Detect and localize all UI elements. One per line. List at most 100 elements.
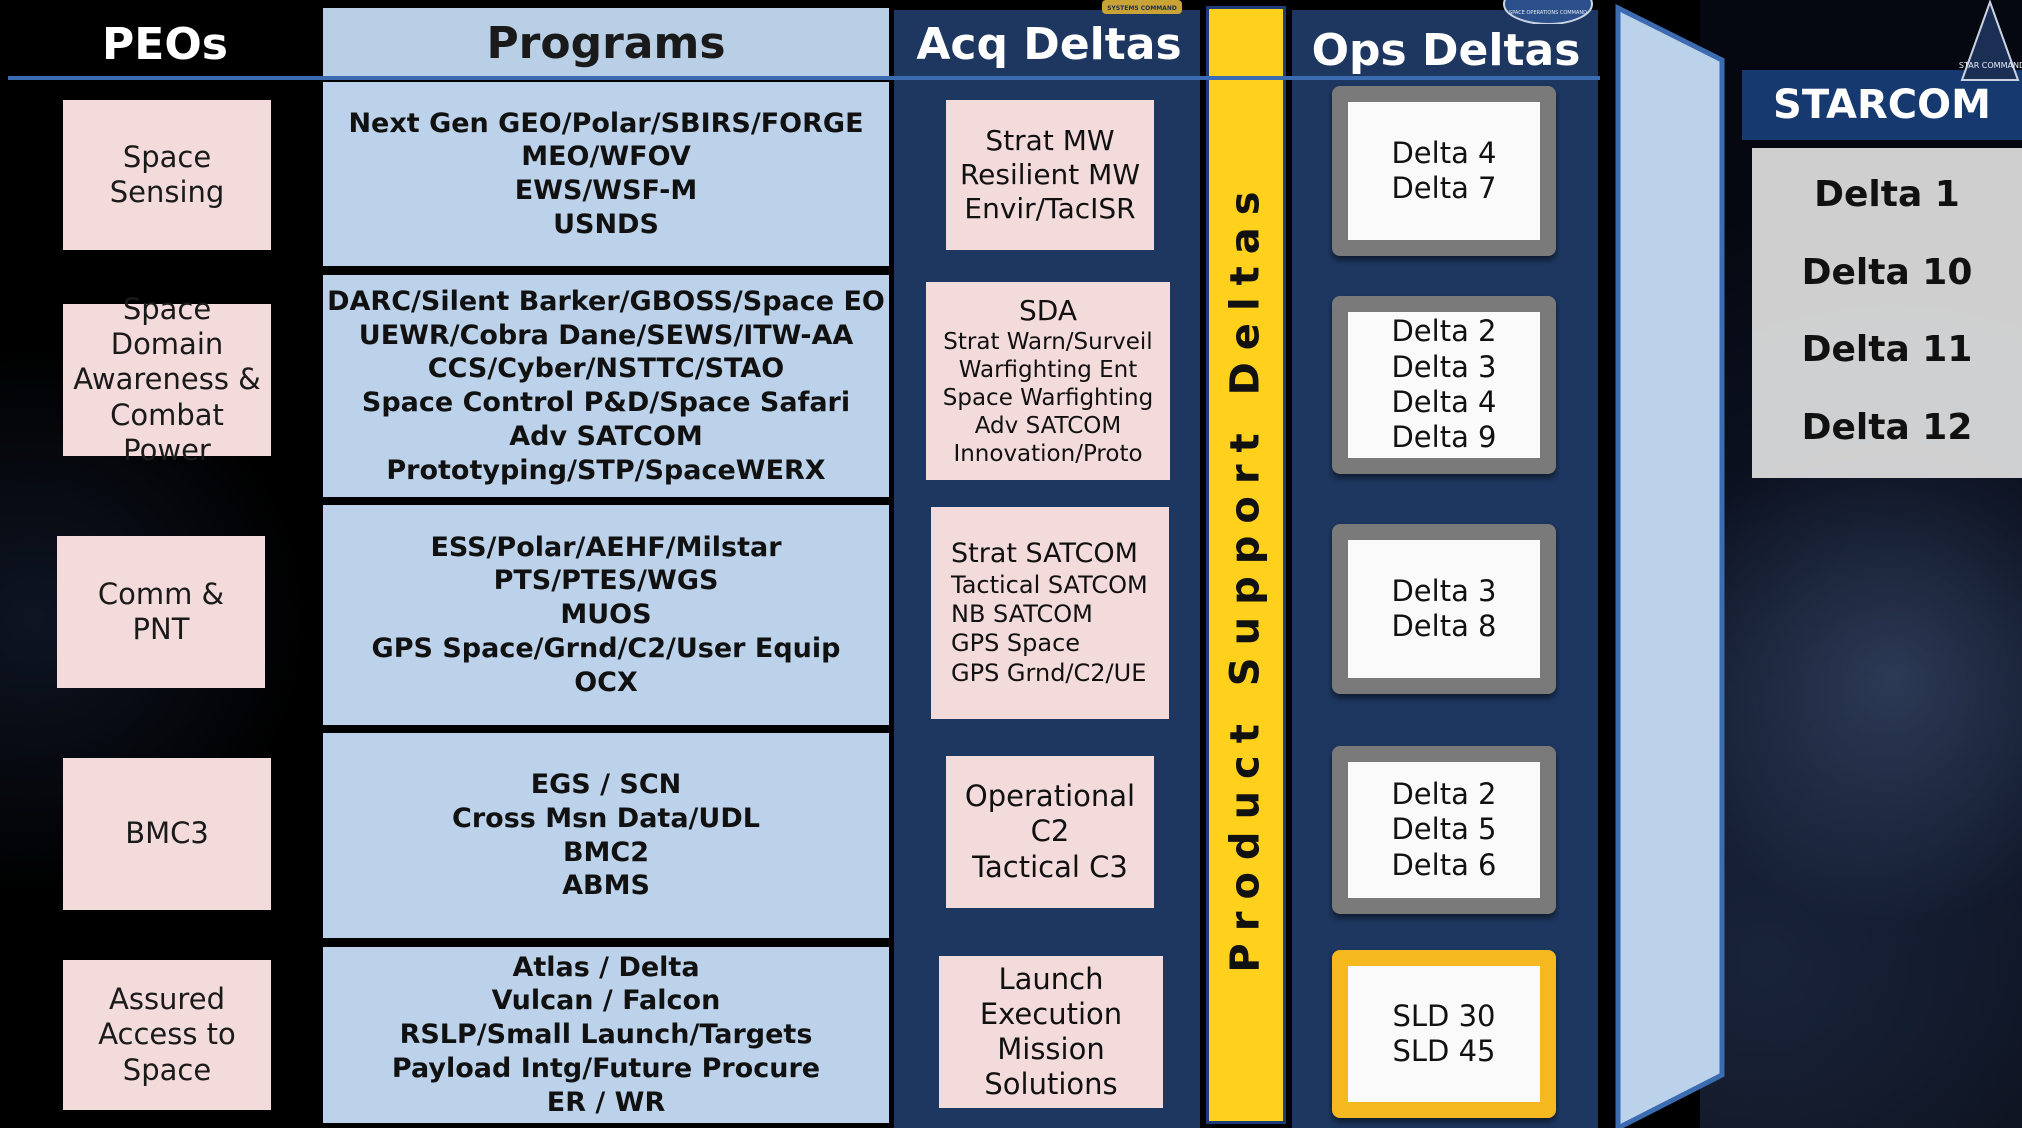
starcom-panel: Delta 1 Delta 10 Delta 11 Delta 12 bbox=[1752, 148, 2022, 478]
program-line: ABMS bbox=[562, 870, 650, 902]
ops-line: Delta 4 bbox=[1391, 385, 1497, 419]
acq-line: Adv SATCOM bbox=[974, 413, 1122, 440]
starcom-emblem-icon: STAR COMMAND bbox=[1959, 0, 2022, 81]
ops-box-inner: Delta 4 Delta 7 bbox=[1348, 102, 1540, 240]
acq-line: Mission bbox=[997, 1032, 1105, 1066]
ops-box-assured-access: SLD 30 SLD 45 bbox=[1332, 950, 1556, 1118]
ssc-emblem-text: SYSTEMS COMMAND bbox=[1107, 5, 1177, 12]
product-support-text: Product Support Deltas bbox=[1223, 179, 1270, 973]
ops-line: Delta 9 bbox=[1391, 420, 1497, 455]
program-line: Adv SATCOM bbox=[509, 420, 703, 452]
program-line: RSLP/Small Launch/Targets bbox=[399, 1019, 813, 1051]
peo-space-sensing: Space Sensing bbox=[63, 100, 271, 250]
program-line: OCX bbox=[574, 666, 638, 698]
ops-line: Delta 7 bbox=[1391, 171, 1497, 205]
program-line: EWS/WSF-M bbox=[514, 175, 698, 206]
ops-line: Delta 4 bbox=[1391, 135, 1497, 170]
program-line: MEO/WFOV bbox=[521, 141, 691, 173]
ops-line: Delta 3 bbox=[1391, 349, 1497, 384]
peo-assured-access: Assured Access to Space bbox=[63, 960, 271, 1110]
ops-box-space-domain-awareness: Delta 2 Delta 3 Delta 4 Delta 9 bbox=[1332, 296, 1556, 474]
ops-box-inner: Delta 3 Delta 8 bbox=[1348, 540, 1540, 678]
spoc-emblem-text: SPACE OPERATIONS COMMAND bbox=[1509, 10, 1587, 16]
peo-comm-pnt: Comm & PNT bbox=[57, 536, 265, 688]
ops-line: Delta 6 bbox=[1391, 847, 1497, 882]
acq-line: Launch bbox=[998, 962, 1104, 997]
acq-line: Operational bbox=[964, 778, 1136, 813]
ops-box-inner: Delta 2 Delta 5 Delta 6 bbox=[1348, 762, 1540, 898]
acq-line: GPS Grnd/C2/UE bbox=[951, 658, 1147, 687]
acq-line: Space Warfighting bbox=[942, 385, 1154, 412]
acq-space-sensing: Strat MW Resilient MW Envir/TacISR bbox=[946, 100, 1154, 250]
acq-deltas-header: Acq Deltas bbox=[916, 18, 1182, 70]
program-line: ESS/Polar/AEHF/Milstar bbox=[430, 531, 782, 563]
perspective-wedge bbox=[1615, 3, 1725, 1128]
acq-line: Tactical SATCOM bbox=[951, 570, 1148, 599]
acq-line: Envir/TacISR bbox=[964, 192, 1136, 226]
spoc-emblem-icon: SPACE OPERATIONS COMMAND bbox=[1503, 0, 1593, 24]
starcom-item: Delta 11 bbox=[1801, 329, 1973, 371]
acq-line: Execution bbox=[979, 997, 1123, 1032]
program-line: EGS / SCN bbox=[530, 769, 682, 800]
ops-line: Delta 2 bbox=[1391, 776, 1497, 811]
acq-line: NB SATCOM bbox=[951, 600, 1093, 629]
acq-line: Innovation/Proto bbox=[953, 441, 1143, 468]
acq-assured-access: Launch Execution Mission Solutions bbox=[939, 956, 1163, 1108]
acq-comm-pnt: Strat SATCOM Tactical SATCOM NB SATCOM G… bbox=[931, 507, 1169, 719]
ops-line: SLD 30 bbox=[1392, 998, 1496, 1033]
program-line: USNDS bbox=[553, 208, 659, 240]
programs-space-sensing: Next Gen GEO/Polar/SBIRS/FORGE MEO/WFOV … bbox=[323, 82, 889, 266]
peo-space-domain-awareness: Space Domain Awareness & Combat Power bbox=[63, 292, 271, 467]
starcom-header: STARCOM bbox=[1742, 70, 2022, 140]
program-line: GPS Space/Grnd/C2/User Equip bbox=[371, 632, 841, 664]
starcom-item: Delta 12 bbox=[1801, 406, 1973, 448]
starcom-item: Delta 1 bbox=[1814, 174, 1960, 216]
program-line: DARC/Silent Barker/GBOSS/Space EO bbox=[327, 285, 885, 317]
acq-line: C2 bbox=[1030, 814, 1070, 849]
ssc-emblem-icon: SYSTEMS COMMAND bbox=[1102, 0, 1182, 14]
program-line: Next Gen GEO/Polar/SBIRS/FORGE bbox=[348, 107, 864, 139]
starcom-item: Delta 10 bbox=[1801, 251, 1973, 293]
acq-line: Strat Warn/Surveil bbox=[943, 328, 1153, 355]
header-divider-line bbox=[8, 76, 1600, 80]
acq-bmc3: Operational C2 Tactical C3 bbox=[946, 756, 1154, 908]
program-line: CCS/Cyber/NSTTC/STAO bbox=[427, 353, 785, 385]
program-line: Space Control P&D/Space Safari bbox=[361, 387, 851, 418]
program-line: Vulcan / Falcon bbox=[491, 985, 721, 1017]
acq-line: Resilient MW bbox=[959, 157, 1141, 191]
program-line: MUOS bbox=[560, 599, 652, 631]
programs-assured-access: Atlas / Delta Vulcan / Falcon RSLP/Small… bbox=[323, 947, 889, 1123]
peos-header: PEOs bbox=[102, 18, 228, 70]
program-line: Prototyping/STP/SpaceWERX bbox=[386, 454, 826, 486]
ops-box-bmc3: Delta 2 Delta 5 Delta 6 bbox=[1332, 746, 1556, 914]
ops-line: Delta 8 bbox=[1391, 609, 1497, 643]
acq-line: Warfighting Ent bbox=[958, 357, 1138, 383]
programs-comm-pnt: ESS/Polar/AEHF/Milstar PTS/PTES/WGS MUOS… bbox=[323, 505, 889, 725]
program-line: PTS/PTES/WGS bbox=[493, 565, 719, 597]
acq-line: GPS Space bbox=[951, 629, 1081, 658]
ops-line: Delta 5 bbox=[1391, 812, 1497, 847]
ops-box-space-sensing: Delta 4 Delta 7 bbox=[1332, 86, 1556, 256]
product-support-label: Product Support Deltas bbox=[1198, 176, 1294, 976]
programs-space-domain-awareness: DARC/Silent Barker/GBOSS/Space EO UEWR/C… bbox=[323, 275, 889, 497]
program-line: ER / WR bbox=[546, 1086, 666, 1118]
ops-box-inner: SLD 30 SLD 45 bbox=[1348, 966, 1540, 1102]
acq-sda: SDA Strat Warn/Surveil Warfighting Ent S… bbox=[926, 282, 1170, 480]
acq-line: Solutions bbox=[984, 1066, 1118, 1101]
ops-line: Delta 2 bbox=[1391, 314, 1497, 349]
ops-deltas-header: Ops Deltas bbox=[1311, 24, 1581, 76]
acq-line: Strat SATCOM bbox=[951, 538, 1138, 569]
program-line: Atlas / Delta bbox=[512, 951, 700, 983]
ops-line: SLD 45 bbox=[1392, 1034, 1496, 1068]
program-line: Cross Msn Data/UDL bbox=[452, 802, 760, 834]
acq-line: SDA bbox=[1019, 293, 1077, 327]
programs-header: Programs bbox=[323, 8, 889, 78]
ops-box-comm-pnt: Delta 3 Delta 8 bbox=[1332, 524, 1556, 694]
peo-bmc3: BMC3 bbox=[63, 758, 271, 910]
program-line: UEWR/Cobra Dane/SEWS/ITW-AA bbox=[358, 319, 854, 351]
ops-box-inner: Delta 2 Delta 3 Delta 4 Delta 9 bbox=[1348, 312, 1540, 458]
programs-bmc3: EGS / SCN Cross Msn Data/UDL BMC2 ABMS bbox=[323, 733, 889, 938]
ops-line: Delta 3 bbox=[1391, 573, 1497, 608]
acq-line: Strat MW bbox=[985, 123, 1115, 157]
program-line: Payload Intg/Future Procure bbox=[391, 1052, 821, 1084]
